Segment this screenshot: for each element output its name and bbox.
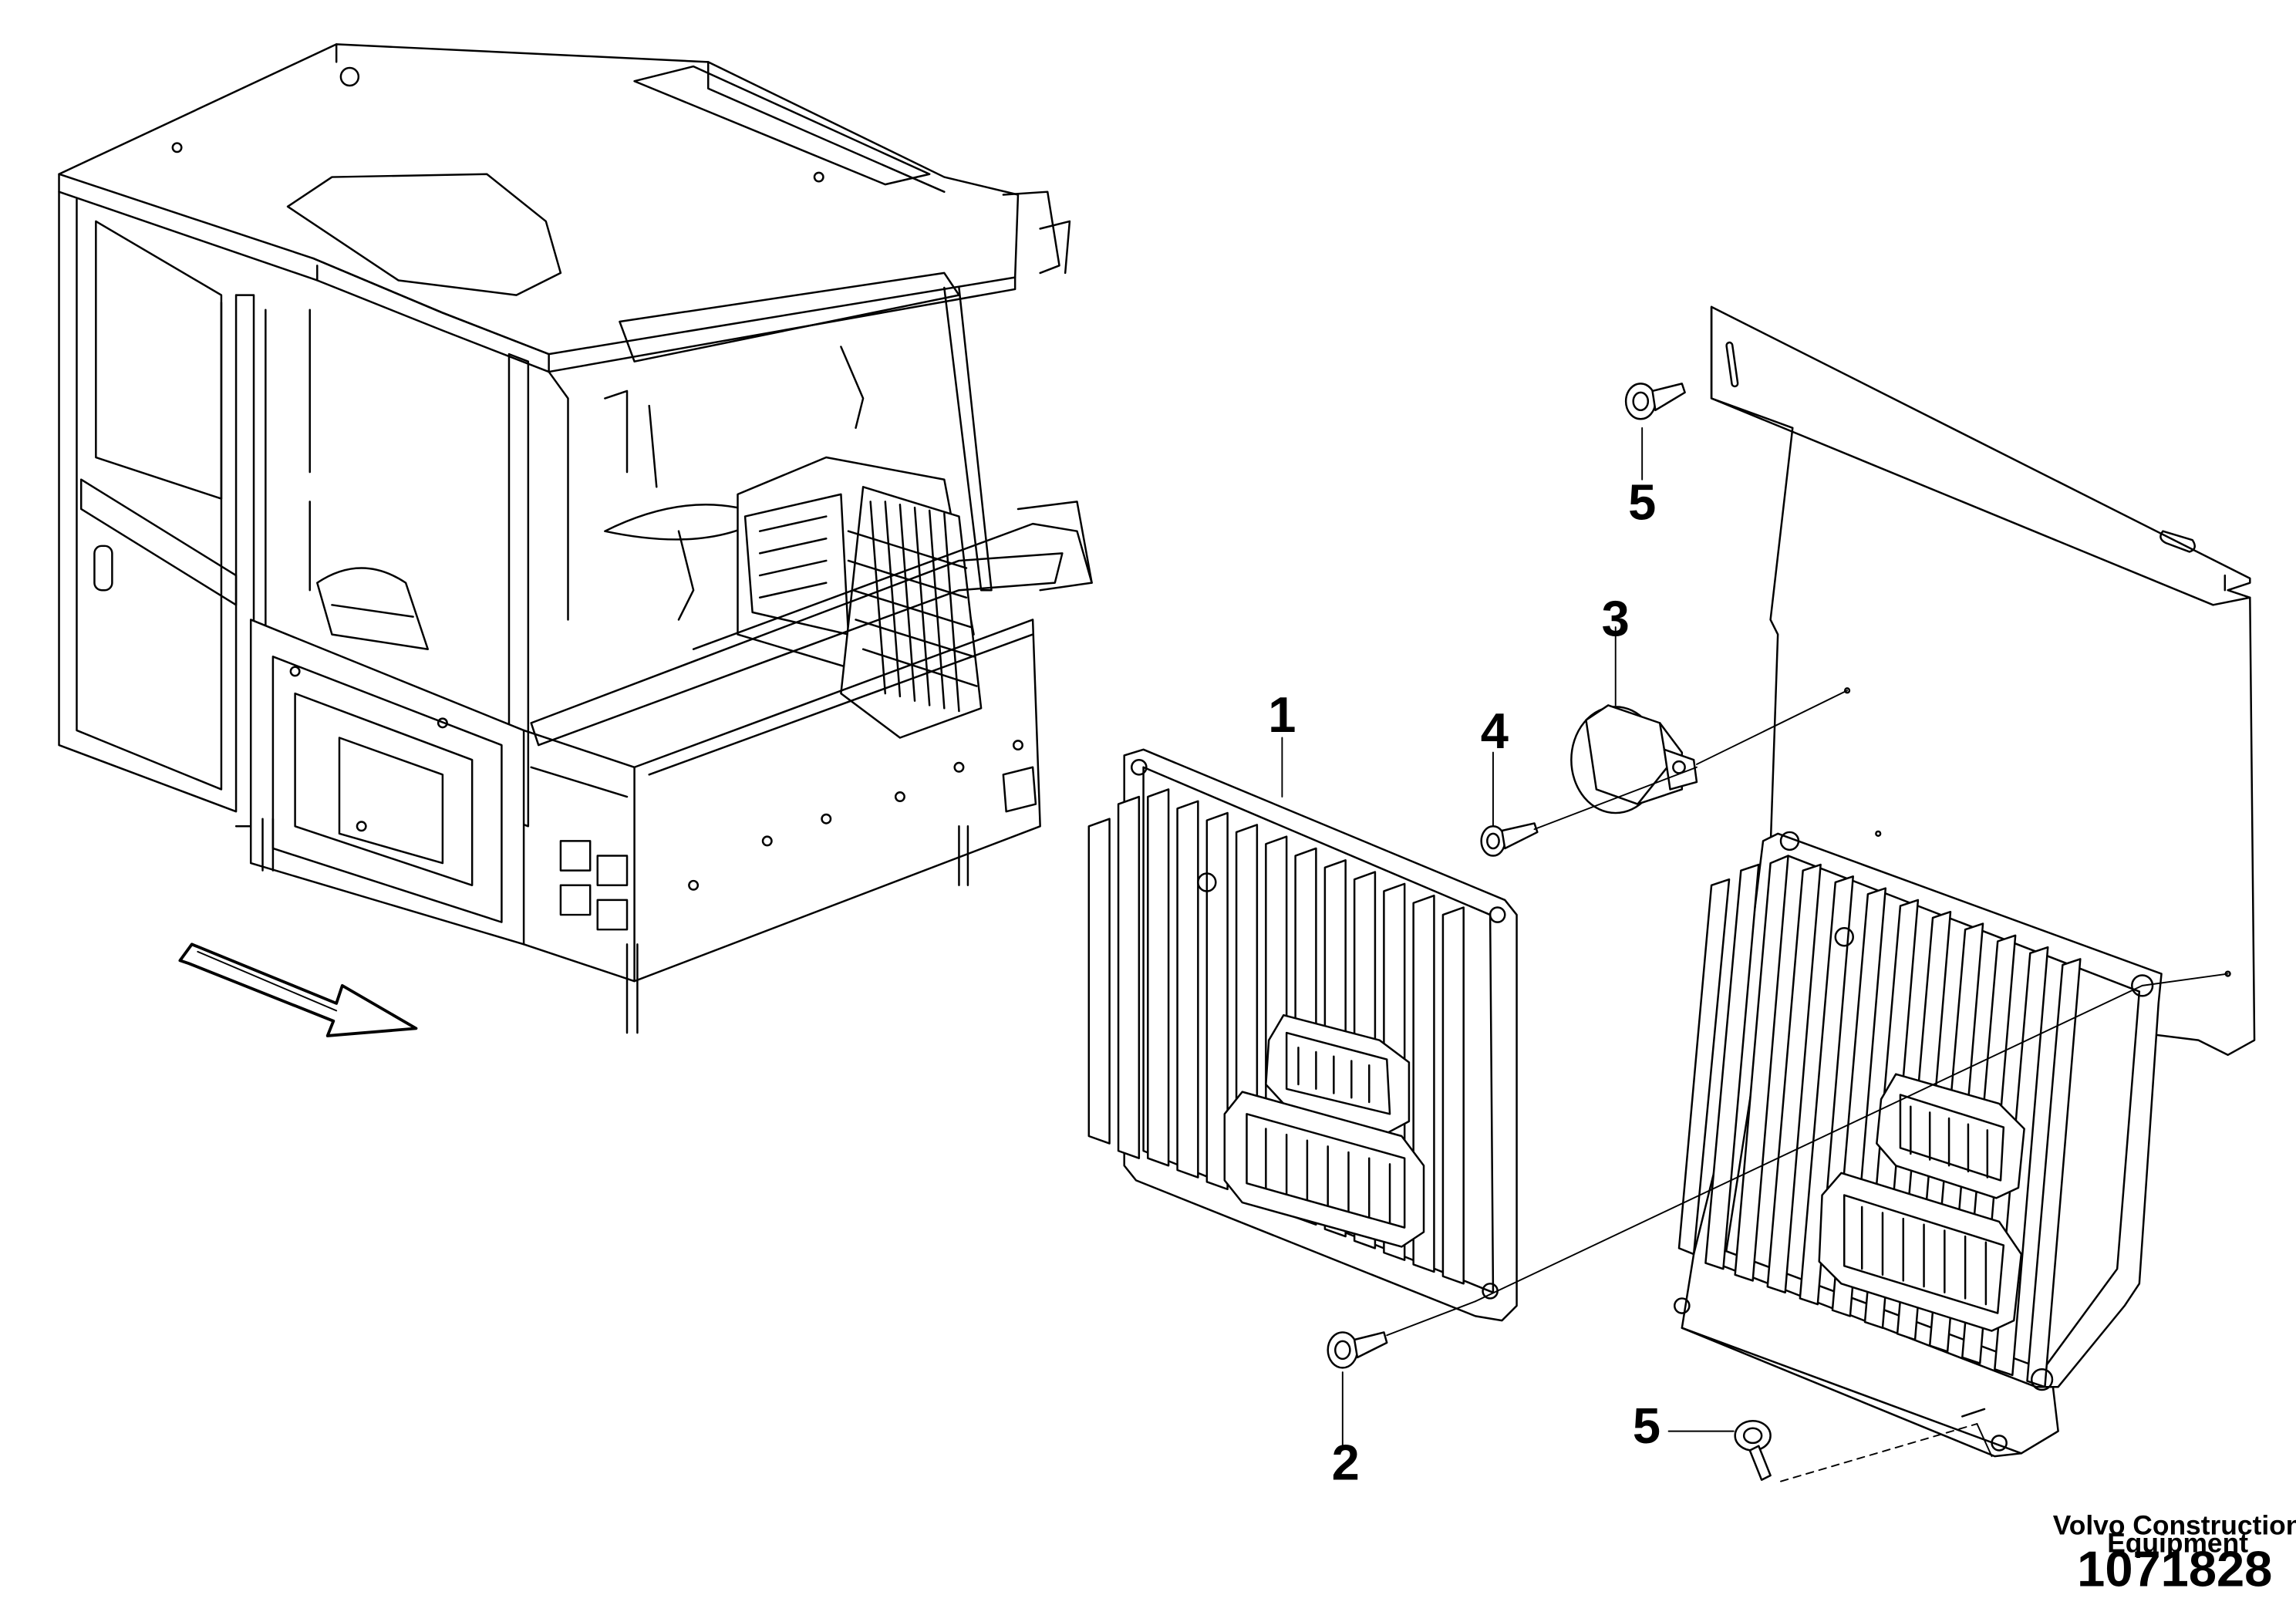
ecu-mounted-on-bracket (1677, 831, 2163, 1391)
brand-line-1: Volvo Construction (2053, 1511, 2296, 1541)
alignment-lines (1281, 427, 2229, 1482)
sensor-component (1570, 704, 1698, 814)
cab-frame-illustration (58, 43, 1093, 1034)
brand-line-2: Equipment (2107, 1528, 2248, 1558)
direction-arrow (178, 943, 418, 1037)
callout-item-1: 1 (1268, 686, 1296, 743)
screw-item-2 (1327, 1331, 1388, 1369)
screw-item-5-top (1624, 383, 1686, 420)
screw-item-5-bottom (1734, 1419, 1772, 1481)
screw-item-4 (1480, 822, 1539, 857)
callout-item-4: 4 (1481, 703, 1509, 759)
ecu-control-unit (1087, 748, 1518, 1322)
callout-item-5-top: 5 (1628, 474, 1656, 530)
callout-item-2: 2 (1332, 1435, 1360, 1491)
callout-item-5-bottom: 5 (1633, 1398, 1660, 1454)
callout-item-3: 3 (1602, 591, 1630, 647)
drawing-number: 1071828 (2077, 1540, 2272, 1597)
